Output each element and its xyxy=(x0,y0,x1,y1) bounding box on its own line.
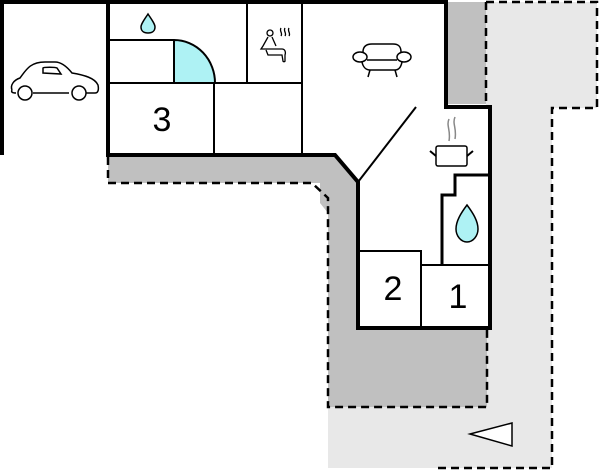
terrace-dark xyxy=(106,2,489,409)
sofa-icon xyxy=(352,43,412,78)
shower-quarter-circle-icon xyxy=(173,38,217,84)
room-label-2: 2 xyxy=(383,270,403,308)
building-walls xyxy=(106,0,492,330)
entrance-arrow-icon xyxy=(467,422,513,447)
room-label-1: 1 xyxy=(448,278,468,316)
room-label-3: 3 xyxy=(152,101,172,139)
kitchen-pot-icon xyxy=(429,116,474,167)
water-drop-icon xyxy=(140,12,156,34)
car-icon xyxy=(10,61,100,101)
water-drop-icon xyxy=(455,203,479,243)
carport xyxy=(0,0,108,155)
outdoor-area-light xyxy=(328,0,599,470)
sauna-icon xyxy=(259,27,291,63)
